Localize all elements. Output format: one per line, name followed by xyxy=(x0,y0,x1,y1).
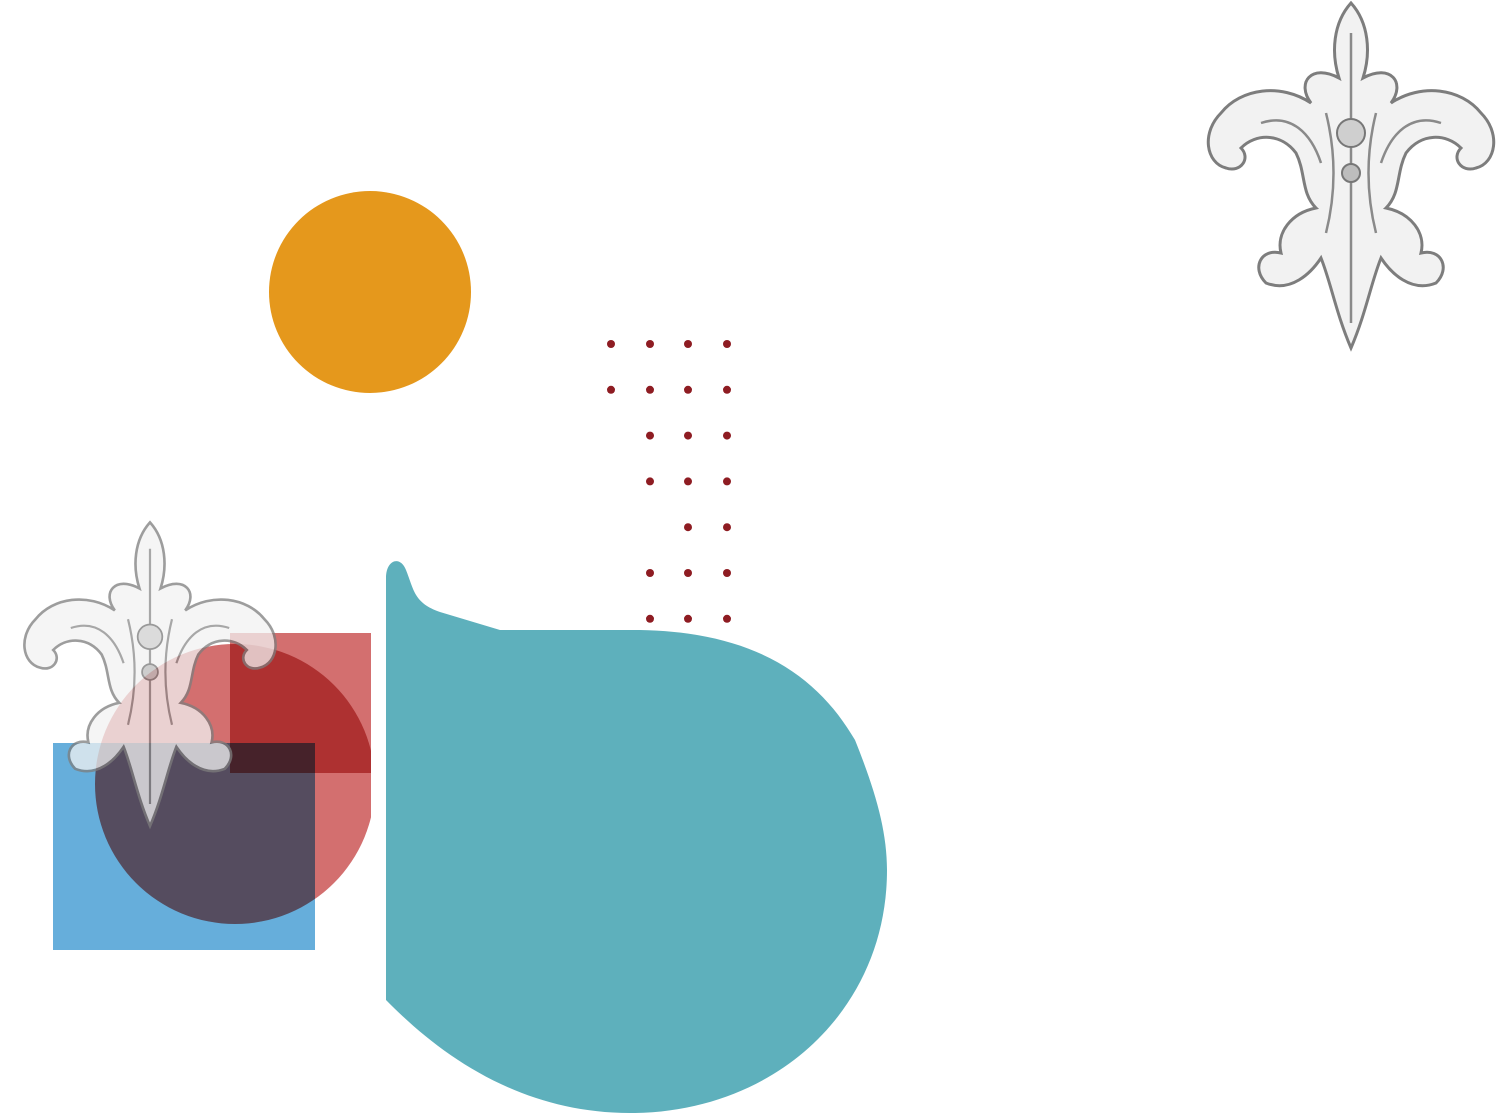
dot xyxy=(646,431,654,440)
dot xyxy=(646,340,654,348)
orange-circle xyxy=(269,191,471,393)
dot xyxy=(684,523,692,532)
dot xyxy=(684,340,692,348)
dot xyxy=(723,431,731,440)
dot xyxy=(684,614,692,623)
dot xyxy=(607,340,615,348)
dot xyxy=(684,477,692,486)
dot xyxy=(723,340,731,348)
dot xyxy=(723,523,731,532)
dot xyxy=(607,385,615,394)
dot xyxy=(684,385,692,394)
ornament-right xyxy=(1206,1,1496,350)
dot xyxy=(646,614,654,623)
blue-square xyxy=(53,743,315,950)
dot-grid xyxy=(607,340,731,623)
dot xyxy=(723,385,731,394)
dot xyxy=(646,385,654,394)
dot xyxy=(723,477,731,486)
dot xyxy=(646,477,654,486)
dot xyxy=(684,569,692,577)
dot xyxy=(723,569,731,577)
dot xyxy=(723,614,731,623)
teal-speech-shape xyxy=(386,561,887,1113)
dot xyxy=(684,431,692,440)
dot xyxy=(646,569,654,577)
